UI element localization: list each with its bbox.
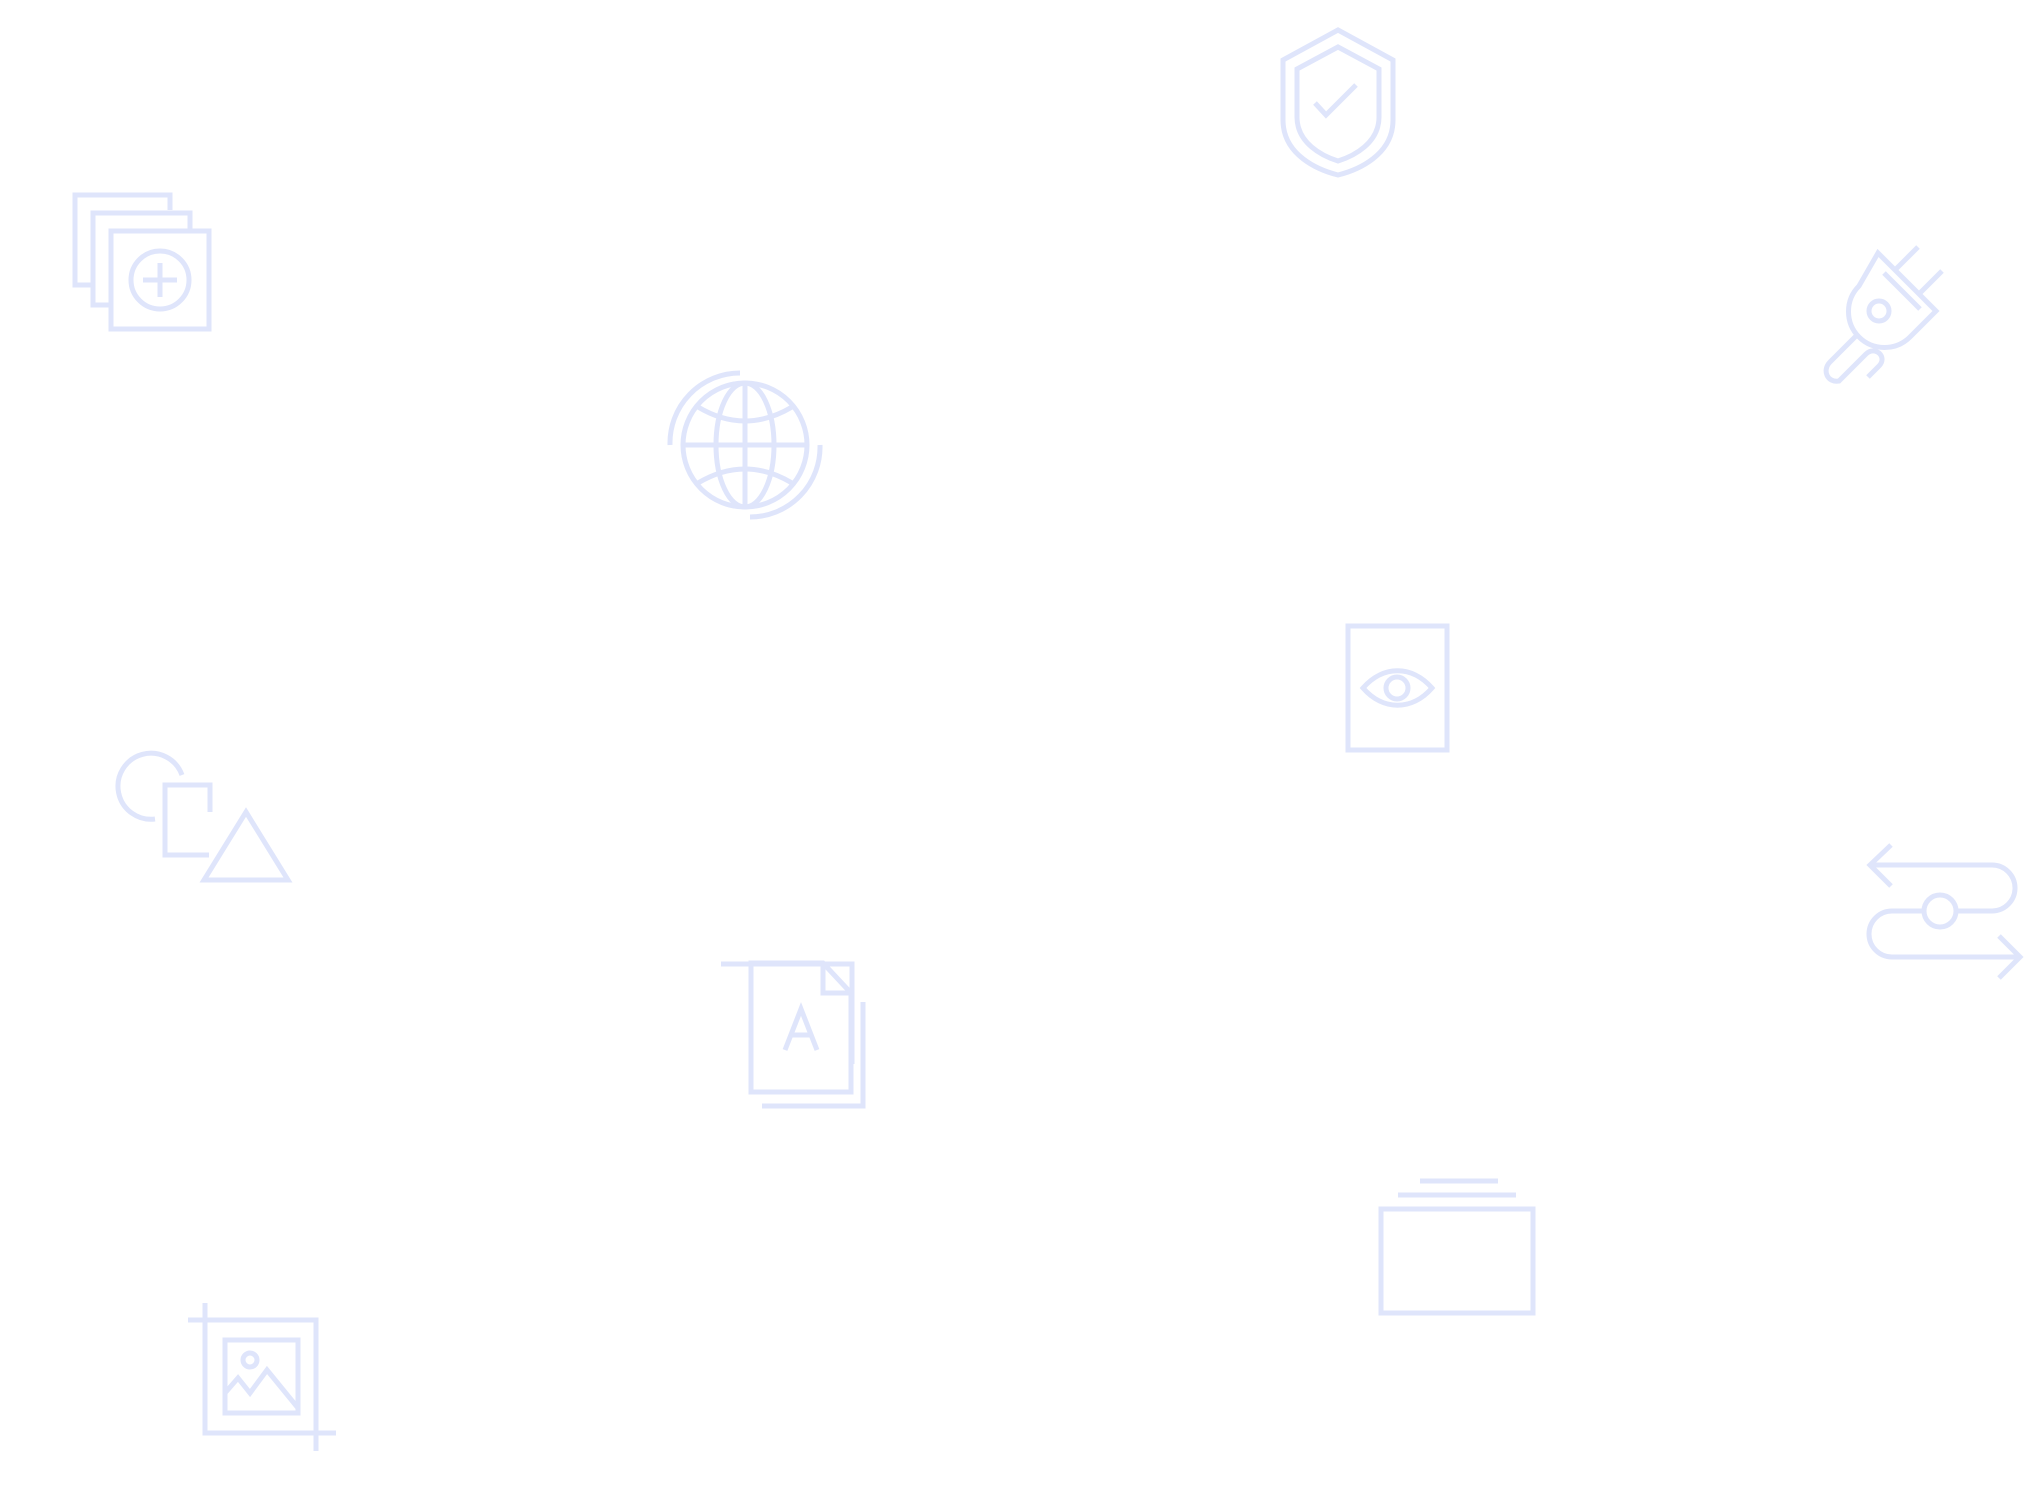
- plug-icon: [1818, 245, 1944, 396]
- route-toggle-icon: [1865, 840, 2025, 980]
- image-crop-icon: [188, 1303, 336, 1451]
- font-document-icon: [721, 960, 866, 1109]
- window-stack-icon: [1378, 1178, 1536, 1316]
- document-eye-icon: [1345, 623, 1450, 753]
- globe-sync-icon: [665, 365, 825, 525]
- stacked-pages-add-icon: [70, 190, 215, 335]
- shapes-icon: [110, 745, 295, 885]
- shield-check-icon: [1278, 25, 1398, 180]
